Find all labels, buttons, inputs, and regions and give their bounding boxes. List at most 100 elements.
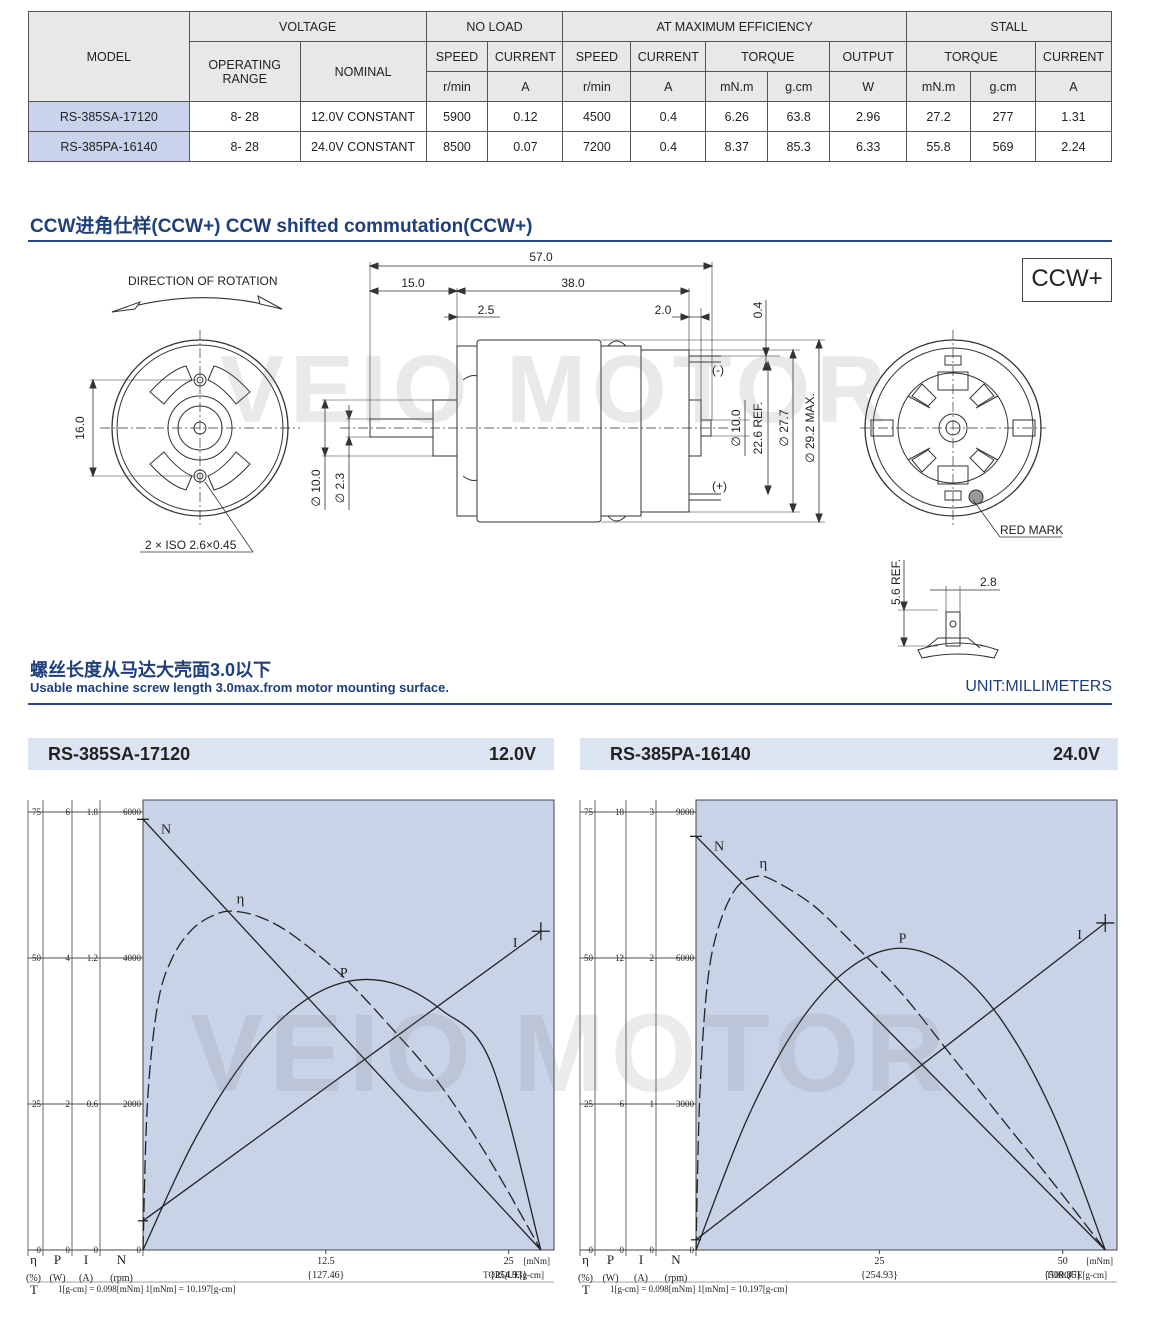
x-tick-label-gcm: {127.46}	[307, 1270, 344, 1281]
chart-voltage: 24.0V	[1052, 744, 1100, 764]
x-tick-label: 50	[1058, 1256, 1068, 1267]
chart-voltage: 12.0V	[488, 744, 536, 764]
current-series-line	[142, 930, 542, 1222]
unit-cell: r/min	[425, 71, 489, 102]
dim-29-2: ∅ 29.2 MAX.	[803, 393, 817, 463]
x-tick-label-gcm: {254.93}	[861, 1270, 898, 1281]
stall-marker	[1096, 913, 1115, 932]
iso-label: 2 × ISO 2.6×0.45	[145, 538, 237, 552]
table-cell: 8.37	[705, 131, 769, 162]
dim-22-6: 22.6 REF.	[751, 402, 765, 455]
axis-symbol: I	[84, 1252, 88, 1267]
unit-cell: W	[829, 71, 908, 102]
unit-cell: mN.m	[906, 71, 972, 102]
screw-note-en: Usable machine screw length 3.0max.from …	[30, 680, 449, 695]
x-unit-gcm: TORQUE[g-cm]	[483, 1270, 544, 1280]
header-current: CURRENT	[487, 41, 564, 72]
plot-area	[695, 799, 1118, 1251]
dim-27-7: ∅ 27.7	[777, 409, 791, 446]
x-tick-label: 12.5	[317, 1256, 335, 1267]
series-label-efficiency: η	[759, 856, 767, 872]
chart-header-2: RS-385PA-16140 24.0V	[580, 738, 1118, 770]
dim-d10: ∅ 10.0	[729, 409, 743, 446]
series-label-power: P	[340, 966, 348, 981]
motor-drawing: DIRECTION OF ROTATION 16.0 57.0 15.0 38.…	[73, 250, 1063, 659]
table-cell: 2.24	[1034, 131, 1113, 162]
axis-unit: (W)	[602, 1273, 618, 1284]
dim-2-5: 2.5	[478, 303, 495, 317]
section-title: CCW进角仕样(CCW+) CCW shifted commutation(CC…	[30, 216, 533, 237]
axis-symbol: η	[582, 1252, 589, 1267]
axis-symbol: η	[30, 1252, 37, 1267]
header-torque: TORQUE	[906, 41, 1036, 72]
watermark: VEIO MOTOR	[220, 336, 892, 443]
unit-cell: A	[630, 71, 707, 102]
stall-marker	[531, 922, 550, 941]
unit-cell: g.cm	[767, 71, 831, 102]
dim-38: 38.0	[561, 276, 585, 290]
table-cell: 569	[970, 131, 1036, 162]
screw-note-cn: 螺丝长度从马达大壳面3.0以下	[30, 660, 272, 680]
dim-d10-shaft: ∅ 10.0	[309, 469, 323, 506]
section-divider	[28, 703, 1112, 705]
series-label-speed: N	[714, 839, 724, 854]
header-torque: TORQUE	[705, 41, 831, 72]
dim-0-4: 0.4	[751, 301, 765, 318]
x-unit: [mNm]	[524, 1256, 551, 1266]
header-current: CURRENT	[1034, 41, 1113, 72]
plot-area	[142, 799, 555, 1251]
efficiency-series-line	[142, 910, 542, 1251]
axis-symbol: N	[671, 1252, 681, 1267]
torque-symbol: T	[582, 1282, 590, 1297]
speed-series-line	[142, 818, 542, 1251]
watermark: VEIO MOTOR	[190, 992, 951, 1115]
table-cell: 6.26	[705, 101, 769, 132]
chart-header-1: RS-385SA-17120 12.0V	[28, 738, 554, 770]
header-max-efficiency: AT MAXIMUM EFFICIENCY	[562, 11, 908, 42]
table-cell: 8500	[425, 131, 489, 162]
axis-symbol: P	[607, 1252, 614, 1267]
model-cell: RS-385SA-17120	[28, 101, 190, 132]
axis-symbol: P	[54, 1252, 61, 1267]
unit-cell: mN.m	[705, 71, 769, 102]
table-cell: 1.31	[1034, 101, 1113, 132]
unit-cell: A	[487, 71, 564, 102]
direction-label: DIRECTION OF ROTATION	[128, 274, 278, 288]
table-cell: 0.12	[487, 101, 564, 132]
dim-2-0: 2.0	[655, 303, 672, 317]
table-cell: 85.3	[767, 131, 831, 162]
dim-2-8: 2.8	[980, 575, 997, 589]
dim-57: 57.0	[529, 250, 553, 264]
unit-cell: g.cm	[970, 71, 1036, 102]
red-mark-label: RED MARK	[1000, 523, 1063, 537]
plus-terminal-label: (+)	[712, 479, 727, 493]
axis-unit: (A)	[79, 1273, 93, 1284]
conversion-note: 1[g-cm] = 0.098[mNm] 1[mNm] = 10.197[g-c…	[58, 1284, 235, 1294]
power-series-line	[142, 978, 542, 1251]
table-cell: 8- 28	[188, 101, 301, 132]
performance-chart-1: 755025064201.81.20.606000400020000η(%)P(…	[26, 799, 555, 1297]
series-label-current: I	[1077, 928, 1082, 943]
axis-unit: (%)	[578, 1273, 593, 1284]
table-cell: 5900	[425, 101, 489, 132]
header-speed: SPEED	[425, 41, 489, 72]
table-cell: 55.8	[906, 131, 972, 162]
x-tick-label: 25	[874, 1256, 884, 1267]
x-tick-label: 25	[504, 1256, 514, 1267]
table-cell: 7200	[562, 131, 632, 162]
unit-cell: r/min	[562, 71, 632, 102]
unit-cell: A	[1034, 71, 1113, 102]
table-cell: 27.2	[906, 101, 972, 132]
minus-terminal-label: (-)	[712, 363, 724, 377]
table-cell: 277	[970, 101, 1036, 132]
power-series-line	[695, 947, 1106, 1251]
header-voltage: VOLTAGE	[188, 11, 427, 42]
axis-symbol: I	[639, 1252, 643, 1267]
series-label-efficiency: η	[237, 891, 245, 907]
dim-d2-3: ∅ 2.3	[333, 472, 347, 503]
table-cell: 6.33	[829, 131, 908, 162]
x-unit-gcm: TORQUE[g-cm]	[1046, 1270, 1107, 1280]
spec-table: MODEL VOLTAGE NO LOAD AT MAXIMUM EFFICIE…	[28, 11, 1113, 162]
axis-unit: (rpm)	[665, 1273, 688, 1284]
x-tick-label-gcm: {509.85}	[1044, 1270, 1081, 1281]
